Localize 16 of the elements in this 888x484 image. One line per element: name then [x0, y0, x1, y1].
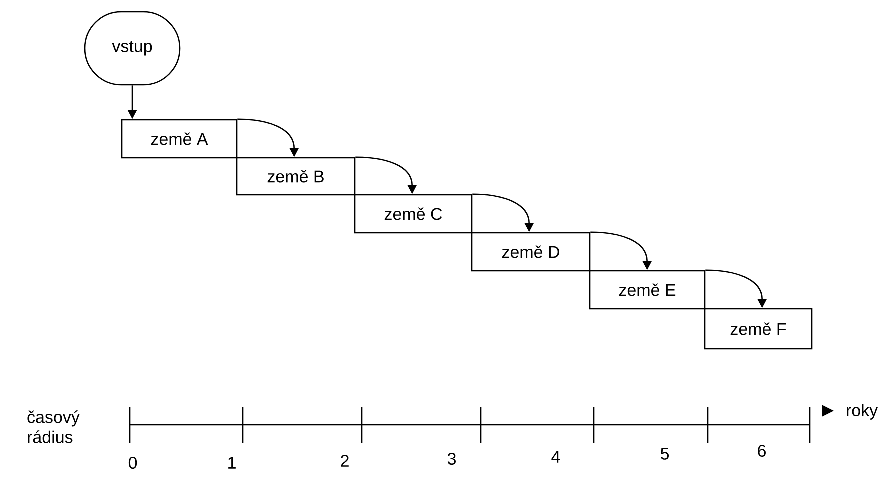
- tick-label: 3: [448, 452, 456, 465]
- process-box: země F: [704, 308, 813, 350]
- axis-unit: roky: [847, 404, 878, 420]
- tick-label: 5: [660, 448, 669, 460]
- tick-label: 0: [128, 456, 138, 469]
- process-box: země D: [471, 232, 591, 272]
- process-box: země A: [121, 119, 238, 159]
- tick-label: 4: [552, 451, 560, 463]
- axis-title: časový rádius: [28, 410, 80, 444]
- process-box: země E: [589, 270, 706, 310]
- process-box: země C: [354, 194, 473, 234]
- tick-label: 6: [758, 444, 766, 457]
- tick-label: 2: [341, 455, 349, 467]
- process-box: země B: [236, 157, 356, 196]
- start-terminal: vstup: [84, 11, 181, 86]
- tick-label: 1: [228, 457, 236, 469]
